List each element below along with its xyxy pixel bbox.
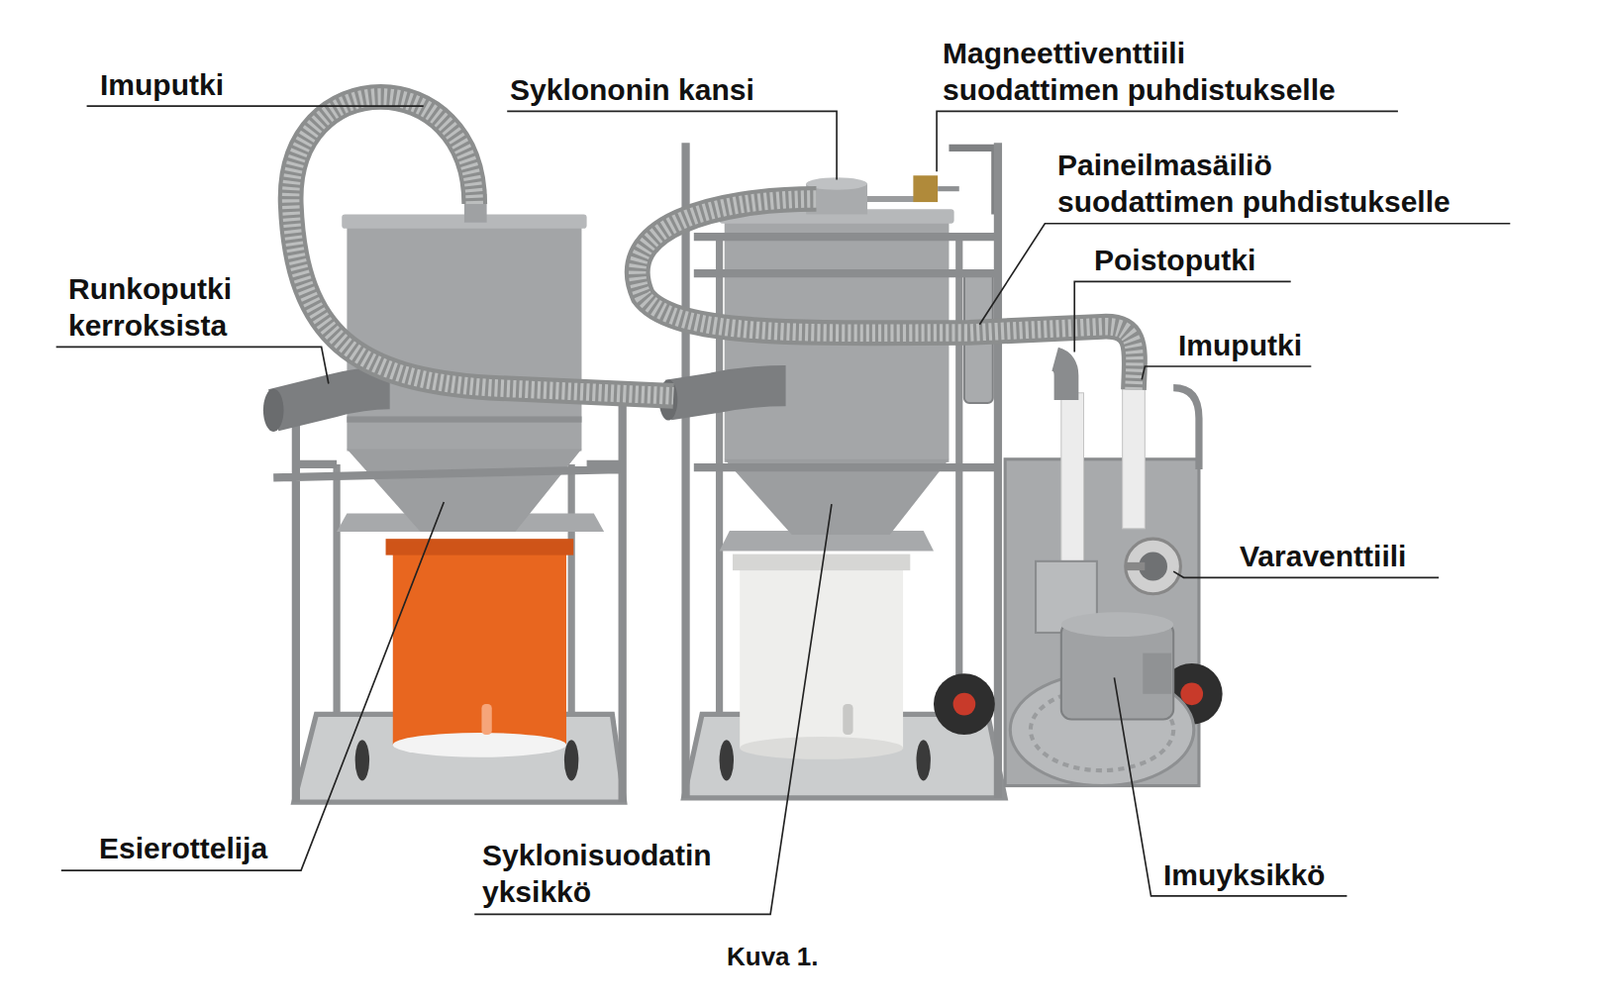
illustration-part [291,97,675,397]
leader-line [474,503,832,914]
illustration-part [937,186,960,192]
illustration-part [1055,359,1067,400]
illustration-part [1180,682,1203,705]
callout-label: Poistoputki [1094,241,1256,279]
illustration-group [56,97,1511,915]
illustration-part [1125,538,1182,595]
illustration-part [912,175,938,202]
illustration-part [346,415,582,422]
leader-line [1113,677,1347,897]
illustration-part [346,448,582,531]
callout-label: Magneettiventtiili suodattimen puhdistuk… [942,34,1339,108]
illustration-part [637,199,1135,391]
illustration-part [948,147,995,214]
illustration-part [1173,388,1200,470]
illustration-part [1061,611,1174,637]
illustration-part [263,389,285,432]
leader-line [87,104,424,107]
illustration-part [842,703,853,735]
illustration-part [1122,386,1146,529]
illustration-part [481,703,492,735]
illustration-part [386,538,575,555]
callout-label: Syklonisuodatin yksikkö [482,836,740,910]
illustration-part [933,673,996,735]
illustration-part [273,388,390,411]
leader-line [506,110,837,180]
leader-line [1141,366,1311,380]
illustration-part [915,739,930,781]
leader-line [56,346,329,384]
callout-label: Syklononin kansi [509,71,755,108]
illustration-part [564,739,579,781]
illustration-part [393,551,567,746]
suction-unit [933,359,1223,787]
illustration-part [637,199,1135,391]
callout-label: Esierottelija [99,829,268,867]
leader-line [61,501,444,871]
suction-hose [291,97,1135,397]
illustration-part [668,386,787,400]
callout-label: Paineilmasäiliö suodattimen puhdistuksel… [1057,146,1454,220]
callout-label: Imuyksikkö [1163,856,1325,894]
leader-line [979,223,1510,325]
figure-caption: Kuva 1. [726,940,819,973]
illustration-part [346,226,582,452]
callout-label: Imuputki [100,66,224,103]
illustration-part [739,566,903,748]
illustration-part [1126,562,1146,571]
illustration-part [686,142,999,799]
cyclone-filter [659,142,1005,799]
illustration-part [719,739,734,781]
callout-label: Varaventtiili [1239,537,1406,575]
illustration-part [1142,653,1172,695]
leader-line [1173,571,1439,578]
illustration-part [393,732,567,758]
illustration-part [1061,622,1174,720]
illustration-part [291,97,675,397]
illustration-part [355,739,370,781]
illustration-part [1004,459,1200,787]
callout-label: Imuputki [1178,326,1302,364]
callout-label: Runkoputki kerroksista [68,270,267,344]
illustration-part [953,693,977,716]
illustration-part [739,736,903,760]
illustration-part [867,196,916,202]
illustration-part [273,393,622,802]
leader-lines [56,105,1511,914]
